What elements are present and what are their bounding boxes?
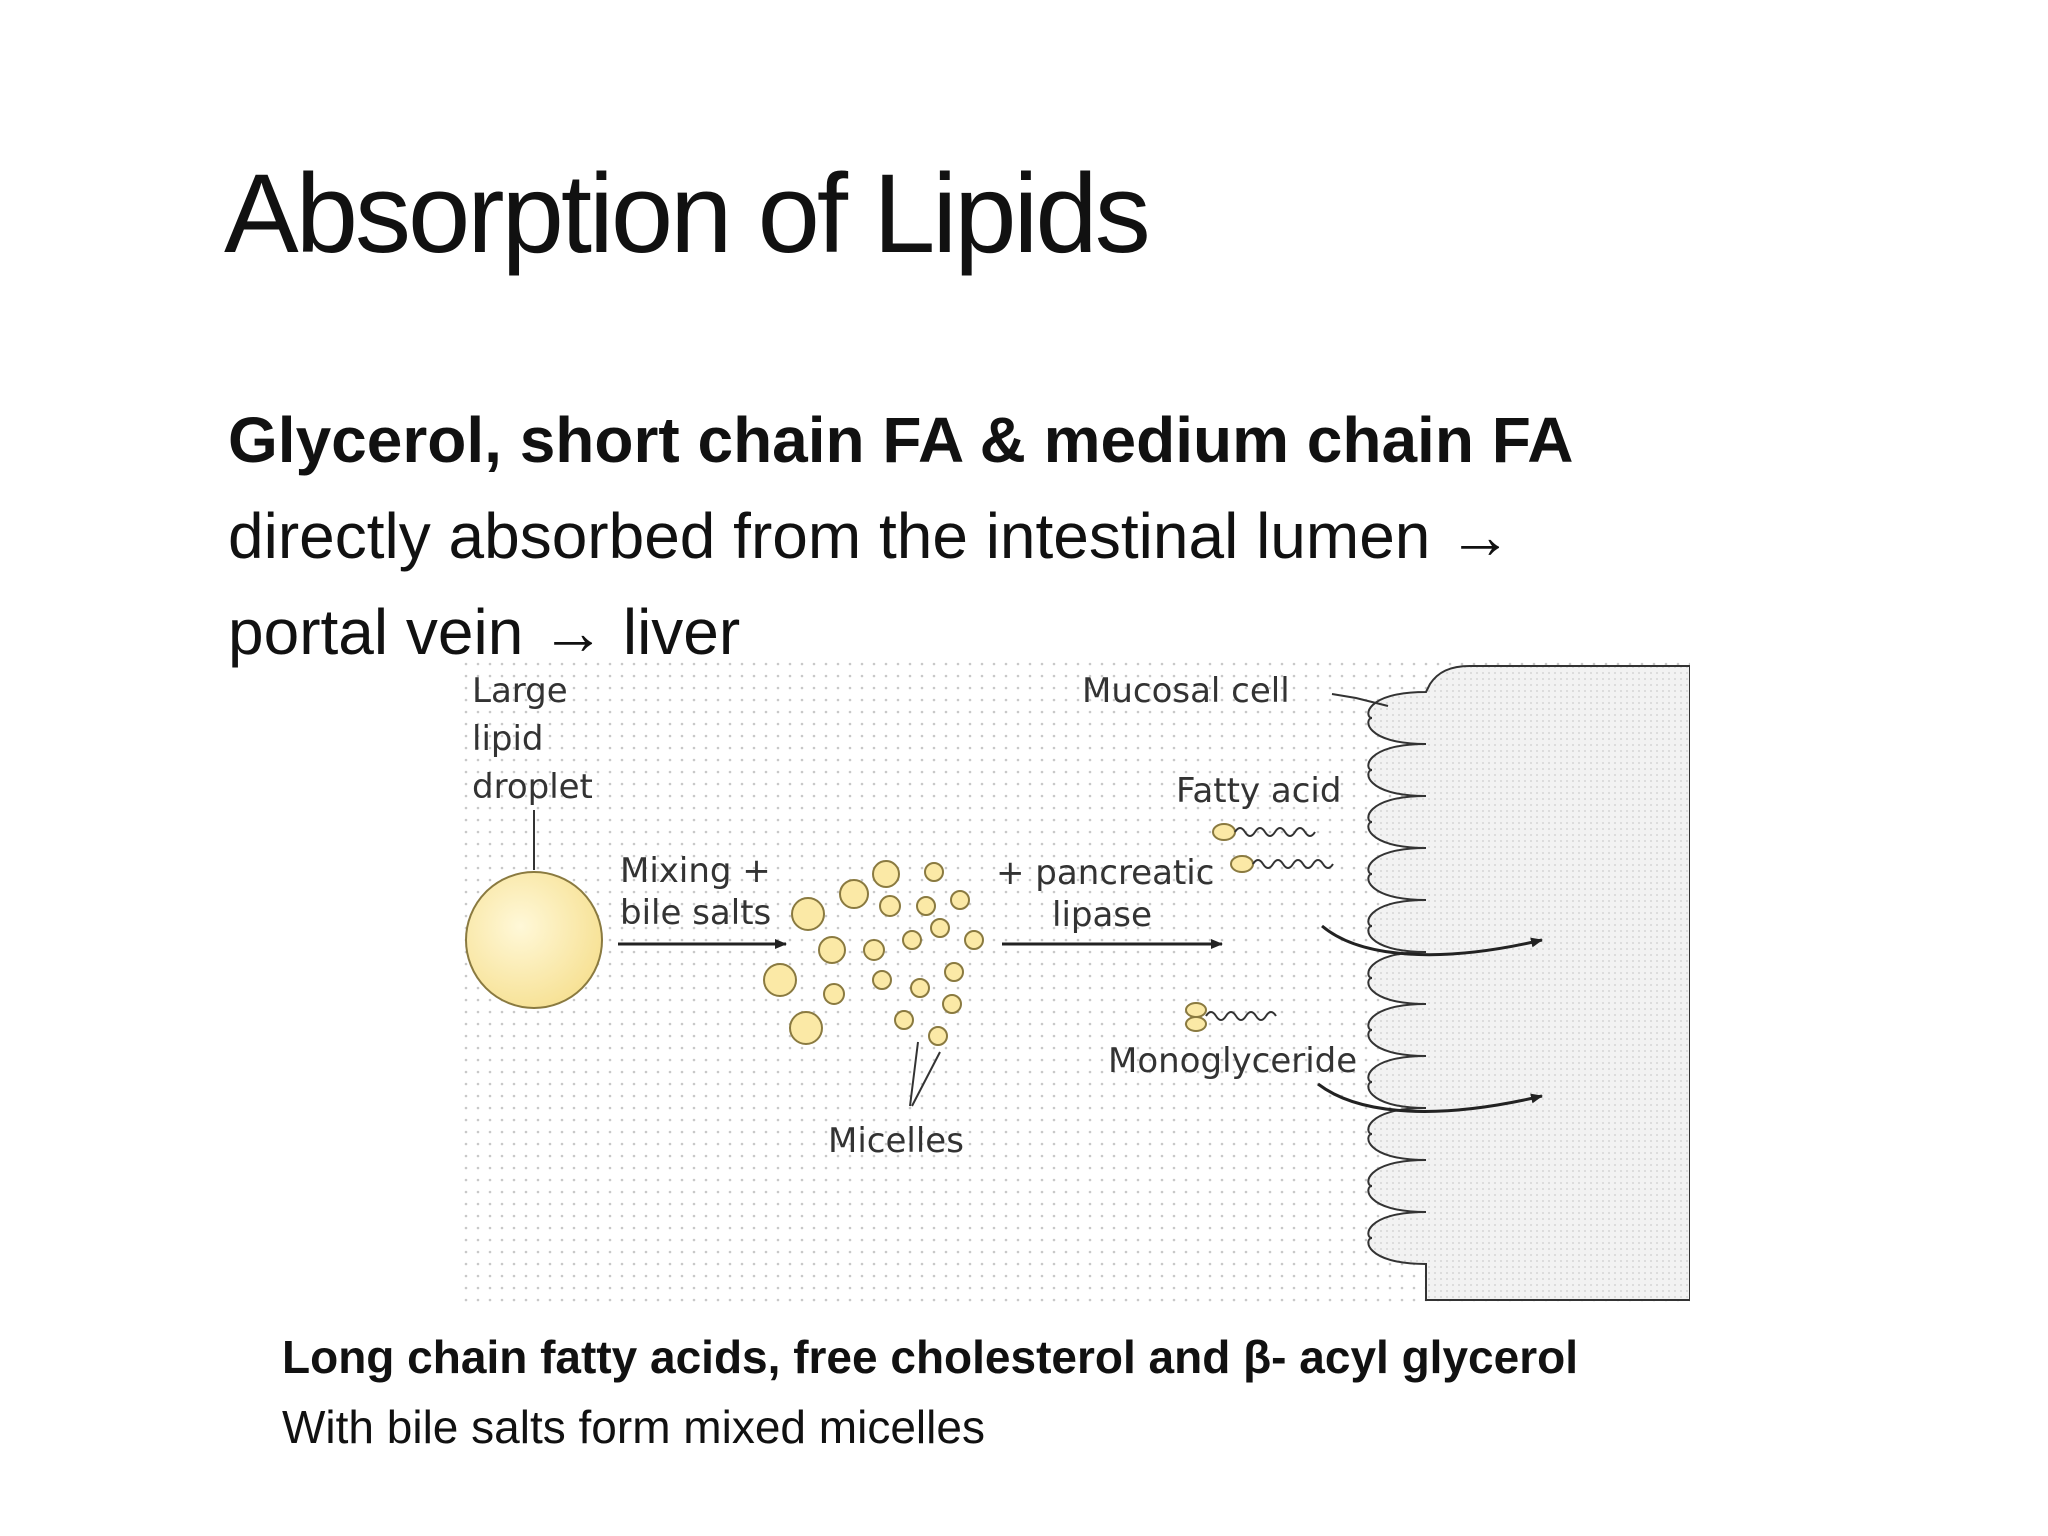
monoglyceride-molecule (1185, 1002, 1277, 1032)
label-large: Large (472, 671, 568, 711)
micelle (863, 939, 885, 961)
monoglyceride-uptake-arrow (1317, 1082, 1543, 1113)
micelle (823, 983, 845, 1005)
mucosal-cell-pointer (1331, 693, 1389, 707)
label-droplet: droplet (472, 767, 593, 807)
fatty-acid-molecule-2 (1230, 855, 1334, 873)
lipid-droplet-circle (465, 871, 603, 1009)
micelle (839, 879, 869, 909)
micelle (924, 862, 944, 882)
micelles-cluster (763, 860, 984, 1046)
micelle (916, 896, 936, 916)
slide-title: Absorption of Lipids (224, 151, 1151, 276)
intro-line-2: directly absorbed from the intestinal lu… (228, 500, 1513, 572)
micelle (930, 918, 950, 938)
mucosal-cell (1367, 665, 1690, 1301)
micelle (944, 962, 964, 982)
label-lipase: lipase (1052, 895, 1152, 935)
micelle (872, 970, 892, 990)
lipid-absorption-diagram: Large lipid droplet Mixing + bile salts … (460, 658, 1690, 1308)
label-lipid: lipid (472, 719, 544, 759)
label-mucosal-cell: Mucosal cell (1082, 671, 1290, 711)
micelles-pointer-left (909, 1041, 919, 1107)
intro-text: Glycerol, short chain FA & medium chain … (228, 392, 1828, 680)
micelles-pointer-right (911, 1051, 941, 1107)
intro-line-3: portal vein → liver (228, 596, 741, 668)
footer-bold-line: Long chain fatty acids, free cholesterol… (282, 1331, 1578, 1383)
label-pancreatic: + pancreatic (996, 853, 1214, 893)
micelle (910, 978, 930, 998)
micelle (818, 936, 846, 964)
micelle (964, 930, 984, 950)
footer-line-2: With bile salts form mixed micelles (282, 1401, 985, 1453)
micelle (950, 890, 970, 910)
micelle (791, 897, 825, 931)
label-fatty-acid: Fatty acid (1176, 771, 1341, 811)
fatty-acid-uptake-arrow (1321, 924, 1543, 957)
micelle (902, 930, 922, 950)
micelle (789, 1011, 823, 1045)
label-bile-salts: bile salts (620, 893, 771, 933)
label-mixing: Mixing + (620, 851, 771, 891)
micelle (928, 1026, 948, 1046)
micelle (942, 994, 962, 1014)
micelle (872, 860, 900, 888)
footer-text: Long chain fatty acids, free cholesterol… (282, 1322, 1578, 1462)
label-micelles: Micelles (828, 1121, 964, 1161)
large-lipid-droplet: Large lipid droplet (465, 671, 603, 1009)
micelle (763, 963, 797, 997)
fatty-acid-molecule-1 (1212, 823, 1316, 841)
label-monoglyceride: Monoglyceride (1108, 1041, 1357, 1081)
intro-bold-line: Glycerol, short chain FA & medium chain … (228, 404, 1574, 476)
micelle (894, 1010, 914, 1030)
micelle (879, 895, 901, 917)
